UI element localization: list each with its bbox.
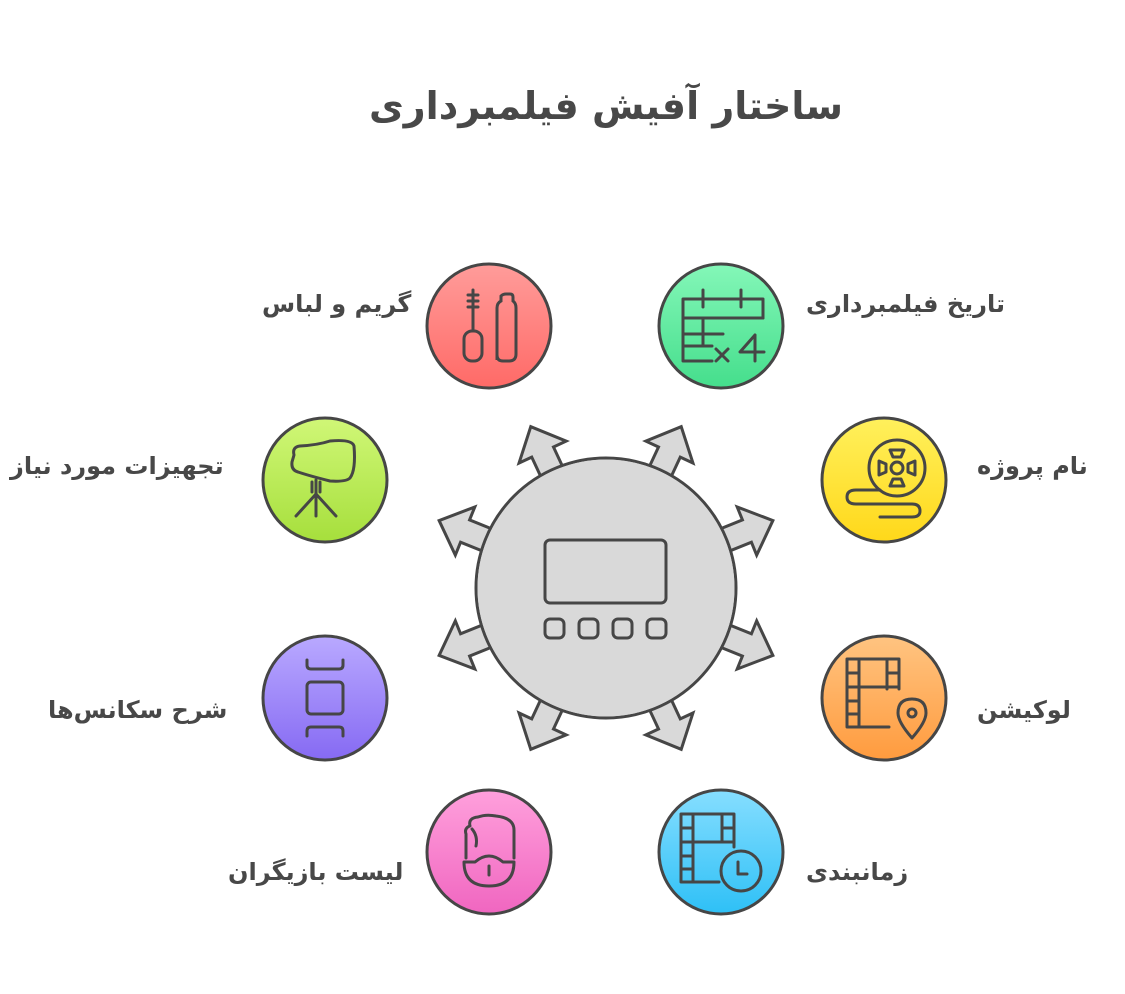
node-sequences[interactable] [261, 634, 389, 762]
actor-face-icon [462, 813, 516, 888]
node-shoot-date[interactable] [657, 262, 785, 390]
node-equipment[interactable] [261, 416, 389, 544]
label-cast: لیست بازیگران [228, 858, 404, 886]
label-project-name: نام پروژه [977, 452, 1088, 480]
film-clock-icon [679, 812, 763, 893]
label-location: لوکیشن [977, 696, 1071, 724]
node-schedule[interactable] [657, 788, 785, 916]
sequence-frames-icon [305, 658, 345, 738]
camera-tripod-icon [290, 439, 356, 518]
label-shoot-date: تاریخ فیلمبرداری [806, 290, 1005, 318]
label-makeup: گریم و لباس [262, 290, 412, 318]
film-location-pin-icon [845, 657, 928, 740]
film-reel-icon [845, 438, 927, 519]
node-project-name[interactable] [820, 416, 948, 544]
label-sequences: شرح سکانس‌ها [48, 696, 228, 724]
mascara-icon [462, 288, 518, 363]
node-cast[interactable] [425, 788, 553, 916]
calendar-x4-icon [681, 288, 766, 363]
node-location[interactable] [820, 634, 948, 762]
clapper-monitor-icon [543, 538, 668, 640]
label-equipment: تجهیزات مورد نیاز [10, 452, 224, 480]
hub [437, 424, 775, 752]
label-schedule: زمانبندی [806, 858, 909, 886]
diagram-title: ساختار آفیش فیلمبرداری [368, 84, 844, 128]
node-makeup[interactable] [425, 262, 553, 390]
